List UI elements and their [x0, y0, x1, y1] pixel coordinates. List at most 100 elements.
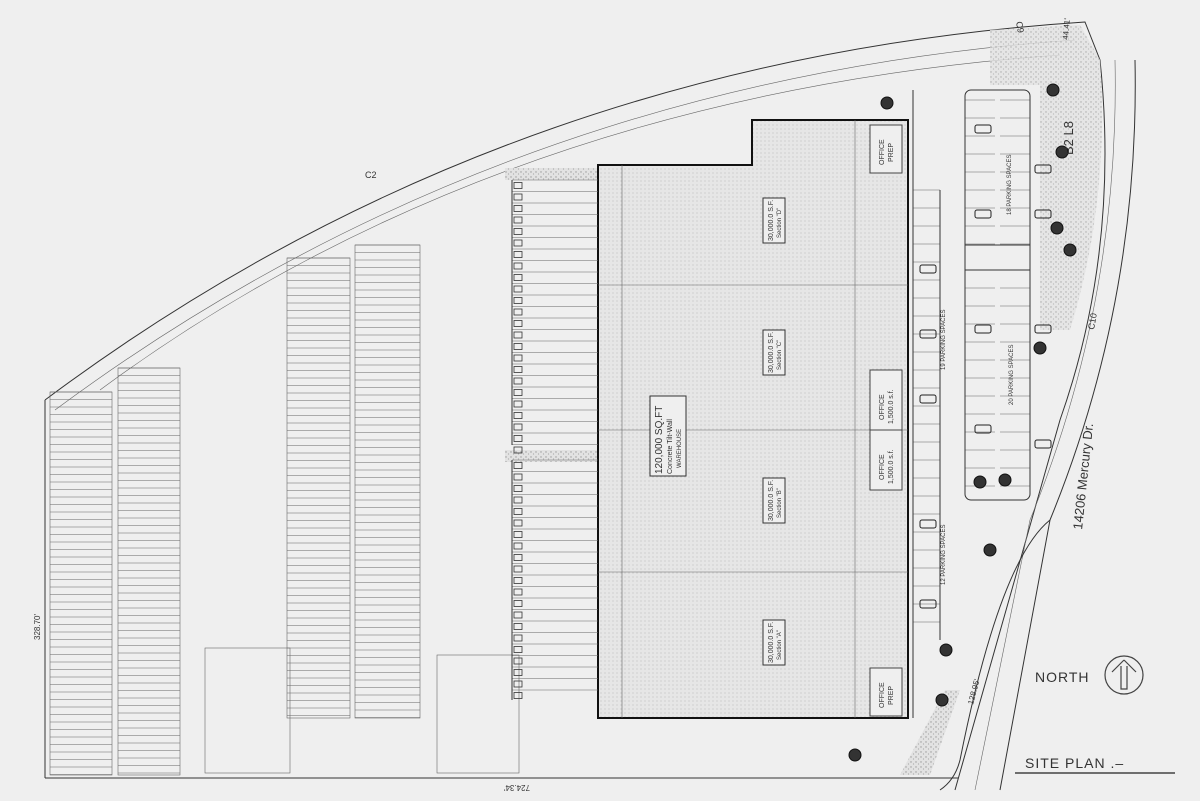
north-arrow-icon — [1104, 655, 1144, 695]
truck-icon — [513, 623, 523, 630]
svg-text:Section "B": Section "B" — [777, 488, 783, 518]
truck-icon — [513, 354, 523, 362]
landscape-area — [505, 450, 598, 462]
truck-icon — [513, 274, 523, 281]
truck-icon — [513, 577, 523, 584]
svg-text:1,500.0 s.f.: 1,500.0 s.f. — [888, 389, 895, 424]
office-1: OFFICE 1,500.0 s.f. — [869, 369, 903, 431]
tree-icon — [983, 543, 997, 557]
dim-top-right: 44.41' — [1061, 17, 1072, 40]
landscape-area — [204, 647, 291, 774]
svg-text:30,000.0 S.F.: 30,000.0 S.F. — [768, 332, 775, 373]
svg-text:1,500.0 s.f.: 1,500.0 s.f. — [888, 449, 895, 484]
warehouse-construction: Concrete Tilt-Wall — [667, 419, 674, 474]
tree-icon — [1033, 341, 1047, 355]
truck-icon — [513, 262, 523, 270]
truck-icon — [513, 228, 523, 235]
truck-icon — [513, 193, 523, 201]
truck-icon — [513, 182, 523, 189]
tree-icon — [848, 748, 862, 762]
truck-icon — [513, 320, 523, 327]
svg-text:OFFICE: OFFICE — [879, 682, 886, 708]
tree-icon — [1046, 83, 1060, 97]
office-prep-south: OFFICE PREP — [869, 667, 903, 717]
warehouse-type: WAREHOUSE — [677, 429, 683, 468]
truck-icon — [513, 377, 523, 385]
car-icon — [919, 599, 937, 609]
parking-label-18: 18 PARKING SPACES — [1007, 155, 1013, 215]
section-b-label: 30,000.0 S.F. Section "B" — [762, 477, 786, 524]
truck-icon — [513, 588, 523, 596]
parking-lot-east — [964, 89, 1031, 501]
curve-c9: C9 — [1014, 21, 1026, 34]
truck-icon — [513, 611, 523, 619]
tree-icon — [880, 96, 894, 110]
svg-text:Section "C": Section "C" — [777, 340, 783, 370]
parking-label-19: 19 PARKING SPACES — [941, 310, 947, 370]
parking-label-12: 12 PARKING SPACES — [941, 525, 947, 585]
svg-text:OFFICE: OFFICE — [879, 394, 886, 420]
tree-icon — [1063, 243, 1077, 257]
car-icon — [974, 124, 992, 134]
svg-text:30,000.0 S.F.: 30,000.0 S.F. — [768, 622, 775, 663]
trailer-row — [49, 391, 113, 776]
truck-icon — [513, 435, 523, 442]
truck-icon — [513, 400, 523, 408]
svg-text:Section "A": Section "A" — [777, 630, 783, 660]
section-c-label: 30,000.0 S.F. Section "C" — [762, 329, 786, 376]
office-2: OFFICE 1,500.0 s.f. — [869, 429, 903, 491]
warehouse-label-box — [649, 395, 687, 477]
truck-icon — [513, 554, 523, 561]
trailer-row — [354, 244, 421, 719]
trees — [848, 83, 1077, 762]
truck-icon — [513, 389, 523, 396]
car-icon — [919, 394, 937, 404]
car-icon — [1034, 209, 1052, 219]
truck-icon — [513, 308, 523, 316]
tree-icon — [973, 475, 987, 489]
truck-icon — [513, 600, 523, 607]
property-boundary — [44, 21, 1106, 791]
tree-icon — [939, 643, 953, 657]
truck-icon — [513, 216, 523, 224]
section-d-label: 30,000.0 S.F. Section "D" — [762, 197, 786, 244]
dim-left: 328.70' — [33, 614, 42, 640]
truck-icon — [513, 519, 523, 527]
truck-icon — [513, 331, 523, 339]
truck-icon — [513, 423, 523, 431]
setback-line — [54, 39, 1076, 411]
car-icon — [1034, 439, 1052, 449]
truck-icon — [513, 669, 523, 676]
parking-label-20: 20 PARKING SPACES — [1009, 345, 1015, 405]
mercury-dr-curb — [974, 59, 1116, 791]
warehouse-area: 120,000 SQ.FT — [654, 406, 665, 474]
truck-icon — [513, 657, 523, 665]
landscape-area — [505, 168, 598, 180]
lot-block: B2 L8 — [1061, 121, 1076, 155]
truck-icon — [513, 412, 523, 419]
truck-icon — [513, 565, 523, 573]
truck-icon — [513, 496, 523, 504]
svg-text:Section "D": Section "D" — [777, 208, 783, 238]
warehouse-footprint — [597, 119, 909, 719]
car-icon — [919, 329, 937, 339]
truck-icon — [513, 239, 523, 247]
truck-icon — [513, 542, 523, 550]
truck-icon — [513, 485, 523, 492]
curve-c10: C10 — [1086, 312, 1099, 330]
car-icon — [974, 324, 992, 334]
svg-text:30,000.0 S.F.: 30,000.0 S.F. — [768, 480, 775, 521]
north-label: NORTH — [1035, 669, 1090, 685]
truck-icon — [513, 680, 523, 688]
truck-icon — [513, 508, 523, 515]
car-icon — [974, 424, 992, 434]
truck-icon — [513, 251, 523, 258]
tree-icon — [1055, 145, 1069, 159]
svg-text:PREP: PREP — [888, 143, 895, 162]
truck-icon — [513, 473, 523, 481]
drive-curb — [939, 519, 1051, 791]
truck-icon — [513, 692, 523, 699]
truck-icon — [513, 634, 523, 642]
dim-bottom: 724.34' — [504, 783, 530, 792]
